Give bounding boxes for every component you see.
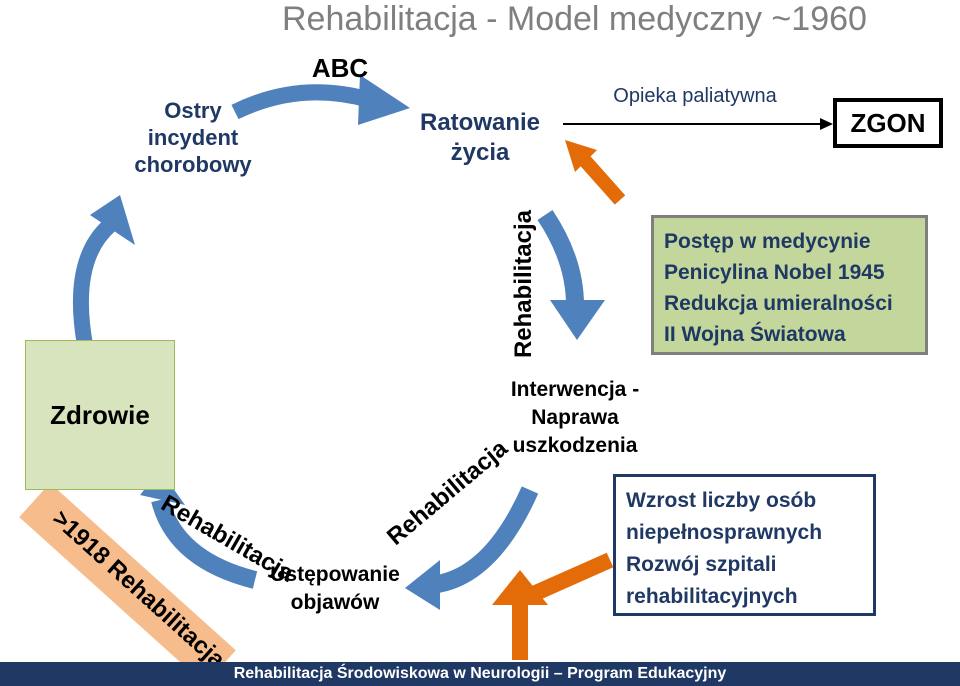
- info-line: niepełnosprawnych: [626, 521, 823, 544]
- node-ostry-incydent: Ostry incydent chorobowy: [134, 98, 252, 177]
- info-box-wzrost: Wzrost liczby osób niepełnosprawnych Roz…: [613, 474, 876, 616]
- info-line: Redukcja umieralności: [664, 292, 893, 315]
- arrow-head: [820, 118, 833, 130]
- node-ratowanie-zycia: Ratowanie życia: [419, 109, 541, 166]
- label-rehab-vertical: Rehabilitacja: [510, 209, 538, 359]
- info-box-postep: Postęp w medycynie Penicylina Nobel 1945…: [651, 215, 928, 355]
- arrow-head: [358, 75, 410, 125]
- node-interwencja: Interwencja - Naprawa uszkodzenia: [510, 378, 640, 457]
- arrow-head: [492, 570, 548, 605]
- info-line: rehabilitacyjnych: [626, 585, 798, 608]
- label-abc: ABC: [311, 53, 369, 83]
- arrow-head: [565, 140, 597, 172]
- arrow-head: [90, 195, 135, 245]
- arrow-head: [405, 560, 440, 610]
- label-opieka-paliatywna: Opieka paliatywna: [613, 85, 777, 107]
- arrow-zdrowie-to-ostry: [72, 218, 116, 347]
- arrow-abc: [231, 84, 373, 120]
- node-ustepowanie: Ustępowanie objawów: [270, 563, 400, 614]
- info-line: Penicylina Nobel 1945: [664, 261, 885, 284]
- node-zgon: ZGON: [833, 98, 943, 148]
- node-zdrowie: Zdrowie: [25, 340, 175, 490]
- info-line: II Wojna Światowa: [664, 323, 846, 346]
- info-line: Rozwój szpitali: [626, 553, 777, 576]
- arrow-ustep-to-zdrowie: [151, 497, 258, 589]
- arrow-rehab-down: [537, 210, 584, 306]
- orange-arrow-up: [574, 150, 626, 205]
- info-line: Wzrost liczby osób: [626, 489, 817, 512]
- info-line: Postęp w medycynie: [664, 230, 871, 253]
- footer-bar: Rehabilitacja Środowiskowa w Neurologii …: [0, 662, 960, 686]
- arrow-head: [550, 300, 605, 340]
- page-title: Rehabilitacja - Model medyczny ~1960: [282, 0, 867, 38]
- arrow-interw-to-ustep: [428, 486, 539, 594]
